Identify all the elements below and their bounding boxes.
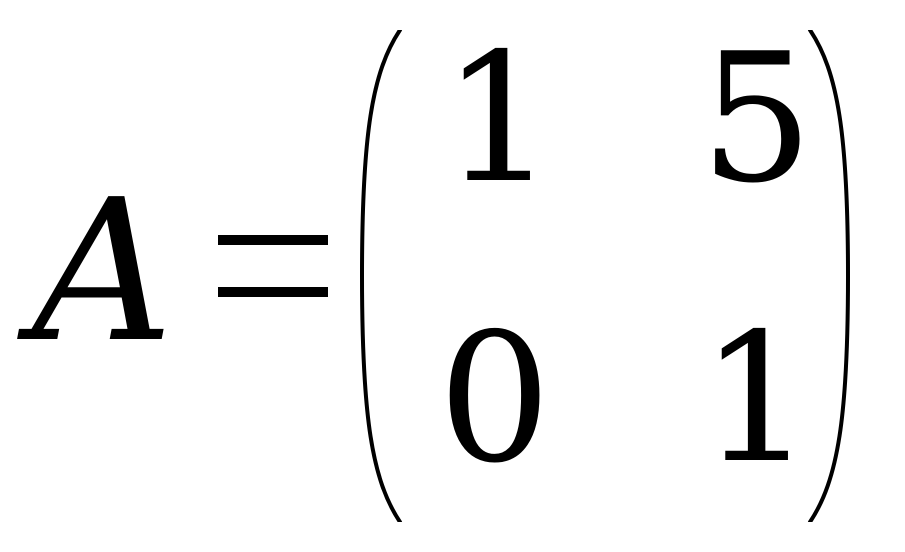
- matrix-entry-r2c1: 0: [438, 295, 552, 502]
- matrix-entry-r2c2: 1: [700, 295, 814, 502]
- matrix-entry-r1c2: 5: [700, 15, 814, 222]
- left-parenthesis: [360, 30, 402, 522]
- equals-sign: [218, 235, 328, 297]
- right-parenthesis: [808, 30, 850, 522]
- matrix-variable: A: [32, 158, 174, 386]
- matrix-entry-r1c1: 1: [442, 15, 556, 222]
